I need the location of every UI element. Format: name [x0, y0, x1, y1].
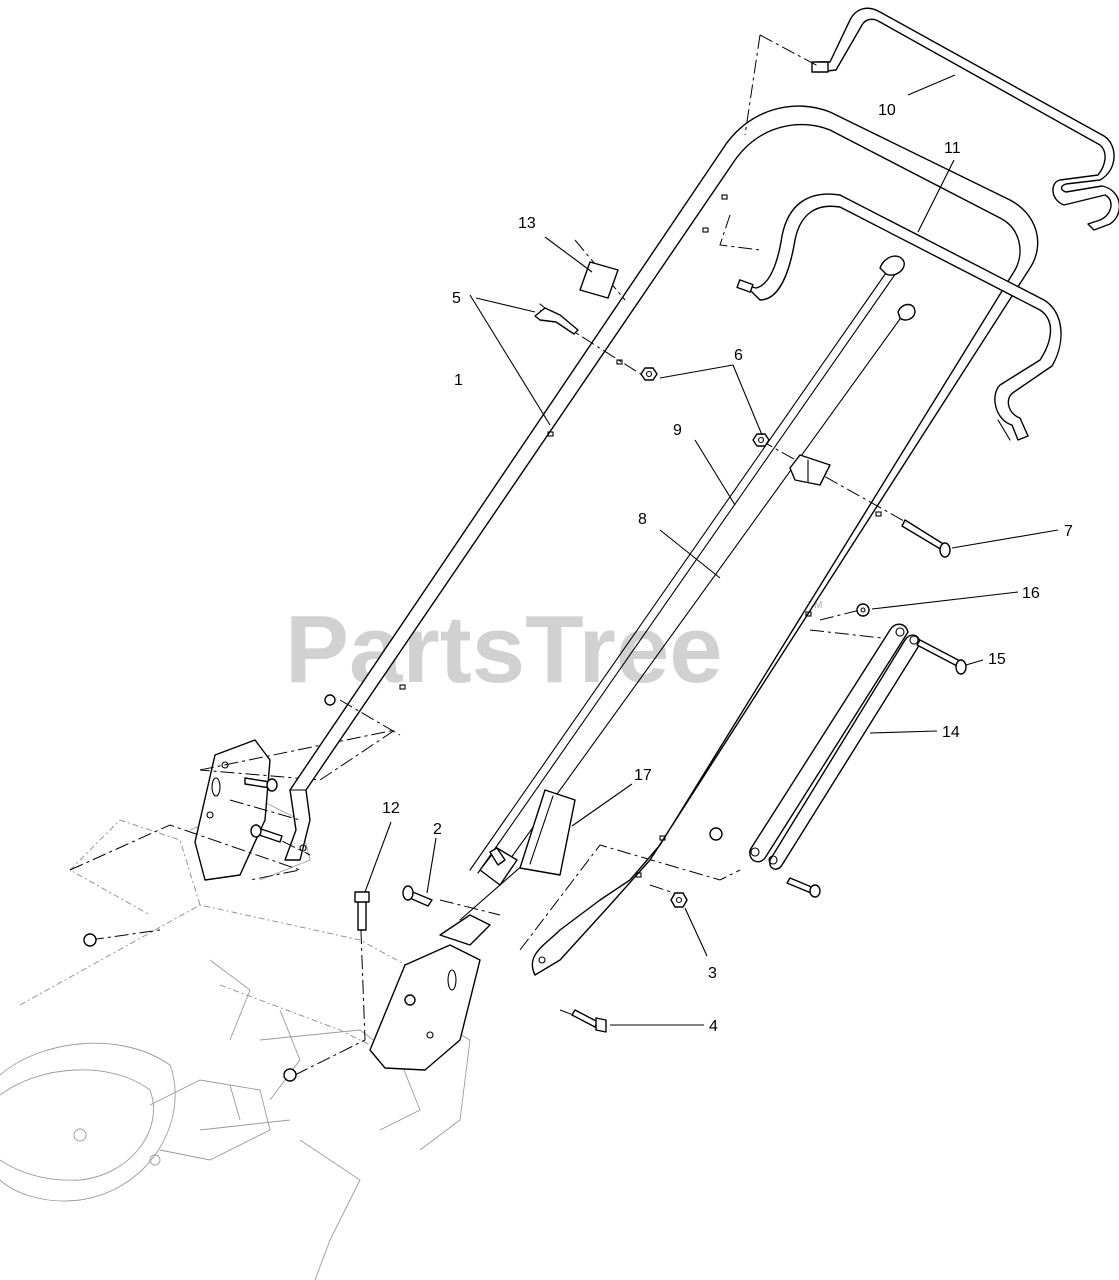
- callout-13: 13: [518, 215, 536, 232]
- callout-4: 4: [709, 1018, 718, 1035]
- leader-lines: [364, 74, 1059, 1026]
- part-8-9-control-cables: [459, 255, 916, 921]
- callout-15: 15: [988, 651, 1006, 668]
- callout-5: 5: [452, 290, 461, 307]
- callout-1: 1: [454, 372, 463, 389]
- part-11-control-bail: [736, 193, 1062, 441]
- callout-6: 6: [734, 347, 743, 364]
- part-17-cable-cover: [519, 789, 576, 876]
- callout-17: 17: [634, 767, 652, 784]
- callout-9: 9: [673, 422, 682, 439]
- part-1-upper-handle: [284, 105, 1039, 976]
- callout-labels: 1 2 3 4 5 6 7 8 9 10 11 12 13 14 15 16 1…: [382, 102, 1073, 1035]
- right-handle-bracket: [369, 844, 741, 1071]
- watermark: PartsTree TM: [285, 596, 822, 703]
- callout-11: 11: [944, 140, 961, 157]
- part-10-bail-wire: [744, 7, 1119, 231]
- callout-16: 16: [1022, 585, 1040, 602]
- watermark-text: PartsTree: [285, 596, 723, 703]
- callout-14: 14: [942, 724, 960, 741]
- callout-2: 2: [433, 821, 442, 838]
- callout-12: 12: [382, 800, 400, 817]
- callout-10: 10: [878, 102, 896, 119]
- callout-3: 3: [708, 965, 717, 982]
- cable-clamp: [789, 454, 831, 486]
- callout-8: 8: [638, 511, 647, 528]
- left-handle-bracket: [69, 729, 396, 881]
- hardware: [83, 261, 967, 1082]
- callout-7: 7: [1064, 523, 1073, 540]
- watermark-trademark: TM: [808, 600, 822, 611]
